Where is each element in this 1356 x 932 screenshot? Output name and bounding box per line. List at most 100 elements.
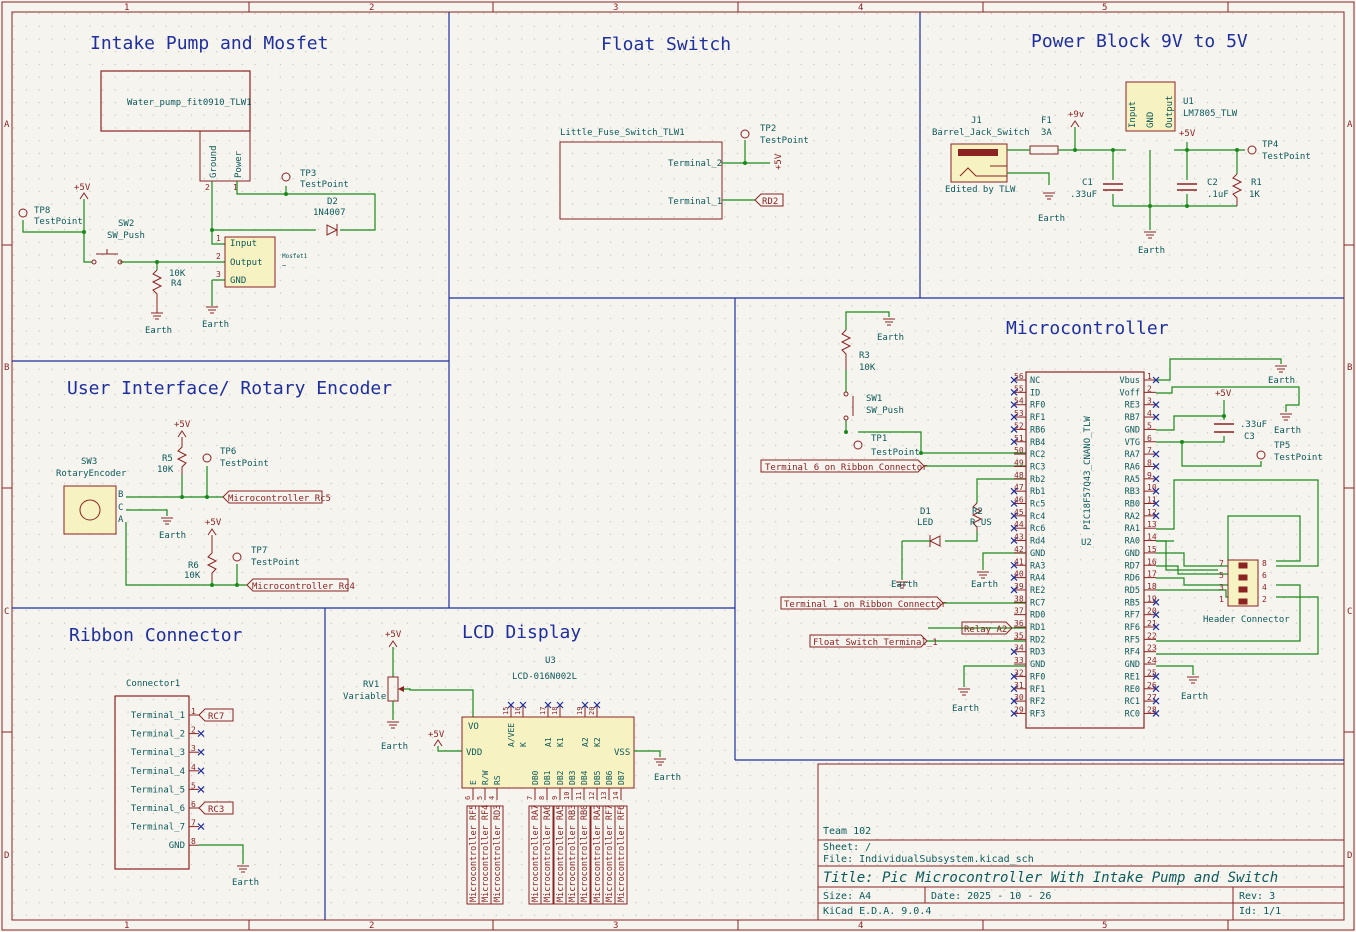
no-connect-icon	[1010, 648, 1018, 656]
row-c-left: C	[4, 607, 9, 617]
ribbon-pin-name: Terminal_3	[131, 748, 185, 758]
label-rc7: RC7	[208, 712, 224, 722]
no-connect-icon	[593, 701, 601, 709]
row-d-right: D	[1347, 851, 1352, 861]
v5-label: +5V	[74, 183, 91, 193]
mosfet-value: ~	[282, 262, 286, 270]
pic-pin-number: 27	[1147, 693, 1157, 702]
tb-date: Date: 2025 - 10 - 26	[931, 891, 1051, 902]
lcd-pin-number: 10	[563, 792, 571, 800]
pic-pin-name: GND	[1030, 660, 1045, 670]
section-title-ribbon: Ribbon Connector	[69, 625, 243, 646]
tp1-value: TestPoint	[871, 448, 920, 458]
no-connect-icon	[1152, 685, 1160, 693]
lcd-net-label: Microcontroller RA6	[543, 805, 553, 902]
no-connect-icon	[1152, 500, 1160, 507]
lcd-pin-number: 11	[575, 792, 583, 800]
v9-label: +9v	[1068, 110, 1084, 120]
label-rc3: RC3	[208, 805, 224, 815]
mosfet-pin-gnd: GND	[230, 276, 246, 286]
pic-pin-number: 11	[1147, 496, 1157, 505]
no-connect-icon	[197, 767, 205, 775]
lcd-net-label: Microcontroller RB3	[568, 805, 578, 902]
lcd-pin-name: A/VEE	[507, 723, 516, 747]
pic-pin-number: 1	[1147, 372, 1152, 381]
pic-pin-number: 6	[1147, 434, 1152, 443]
mosfet-pin-input: Input	[230, 239, 257, 249]
pic-pin-name: Vbus	[1120, 376, 1140, 386]
mosfet-pin-output: Output	[230, 258, 263, 268]
hdr-pin-7: 7	[1219, 559, 1224, 568]
earth-r1-label: Earth	[1268, 376, 1295, 386]
ribbon-pin-name: Terminal_2	[131, 730, 185, 740]
ribbon-pins: 1Terminal_12Terminal_23Terminal_34Termin…	[131, 707, 205, 851]
pic-pin-name: RC2	[1030, 450, 1045, 460]
pic-pin-name: RF1	[1030, 413, 1045, 423]
pic-pin-name: NC	[1030, 376, 1040, 386]
row-d-left: D	[4, 851, 9, 861]
earth-label: Earth	[159, 531, 186, 541]
power-section: J1 Barrel_Jack_Switch Edited by TLW F1 3…	[932, 81, 1311, 256]
r4-resistor-icon	[151, 269, 163, 305]
tb-sheet: Sheet: /	[823, 842, 871, 853]
pic-pin-number: 45	[1014, 508, 1024, 517]
pic-pin-number: 16	[1147, 557, 1157, 566]
pic-pin-number: 12	[1147, 508, 1157, 517]
svg-text:1: 1	[216, 234, 221, 243]
lcd-net-label-box	[540, 805, 554, 905]
pic-pin-number: 35	[1014, 631, 1024, 640]
capacitor-icon	[1103, 183, 1197, 191]
lcd-pin-number: 9	[551, 796, 559, 800]
pic-pin-number: 43	[1014, 533, 1024, 542]
pic-pin-name: Rc6	[1030, 524, 1045, 534]
pump-pin-power: Power	[234, 150, 244, 178]
ribbon-connector-symbol	[114, 695, 190, 870]
lcd-pin-number: 14	[612, 792, 620, 800]
lcd-net-label: Microcontroller RA5	[556, 805, 566, 902]
tp2-ref: TP2	[760, 124, 776, 134]
d2-ref: D2	[327, 197, 338, 207]
pic-pin-number: 19	[1147, 594, 1157, 603]
ribbon-pin-name: Terminal_1	[131, 711, 185, 721]
lcd-net-label: Microcontroller RA2	[593, 805, 603, 902]
ribbon-pin-number: 7	[191, 819, 196, 828]
no-connect-icon	[197, 823, 205, 831]
row-a-right: A	[1347, 120, 1353, 130]
encoder-pin-a: A	[118, 515, 124, 525]
lcd-pin-number: 18	[551, 707, 559, 715]
lcd-pin-name: DB7	[617, 770, 626, 785]
connector-ref: Connector1	[126, 679, 180, 689]
encoder-pin-b: B	[118, 490, 123, 500]
rd2-label-icon	[754, 193, 784, 207]
ui-section: SW3 RotaryEncoder B C A Earth +5V R5 10K…	[56, 420, 355, 592]
pic-pin-name: Rb1	[1030, 487, 1045, 497]
pic-pin-number: 29	[1014, 705, 1024, 714]
ribbon-section: Connector1 1Terminal_12Terminal_23Termin…	[114, 679, 259, 888]
col-1-bottom: 1	[124, 921, 129, 931]
pic-pin-name: VTG	[1125, 438, 1140, 448]
pic-pin-name: RF4	[1125, 648, 1140, 658]
tb-team: Team 102	[823, 826, 871, 837]
earth-mid-label: Earth	[971, 580, 998, 590]
j1-ref: J1	[971, 116, 982, 126]
lcd-pin-name: K	[519, 742, 528, 747]
lcd-pin-name: DB6	[605, 770, 614, 785]
col-4-bottom: 4	[858, 921, 863, 931]
tb-tool: KiCad E.D.A. 9.0.4	[823, 906, 931, 917]
c3-ref: C3	[1244, 432, 1255, 442]
tp1-ref: TP1	[871, 434, 887, 444]
label-terminal6: Terminal 6 on Ribbon Connector	[765, 463, 928, 473]
no-connect-icon	[1152, 611, 1160, 619]
pic-pin-number: 24	[1147, 656, 1157, 665]
u3-ref: U3	[545, 656, 556, 666]
pic-pin-name: RC0	[1125, 709, 1140, 719]
lcd-net-label: Microcontroller RA7	[531, 805, 541, 902]
pic-pin-name: RF5	[1125, 635, 1140, 645]
no-connect-icon	[556, 701, 564, 709]
micro-section: Earth R3 10K SW1 SW_Push TP1 TestPoint T…	[760, 311, 1323, 729]
r3-ref: R3	[859, 351, 870, 361]
pic-pin-name: RC7	[1030, 598, 1045, 608]
pic-pin-number: 33	[1014, 656, 1024, 665]
earth-top-label: Earth	[877, 333, 904, 343]
